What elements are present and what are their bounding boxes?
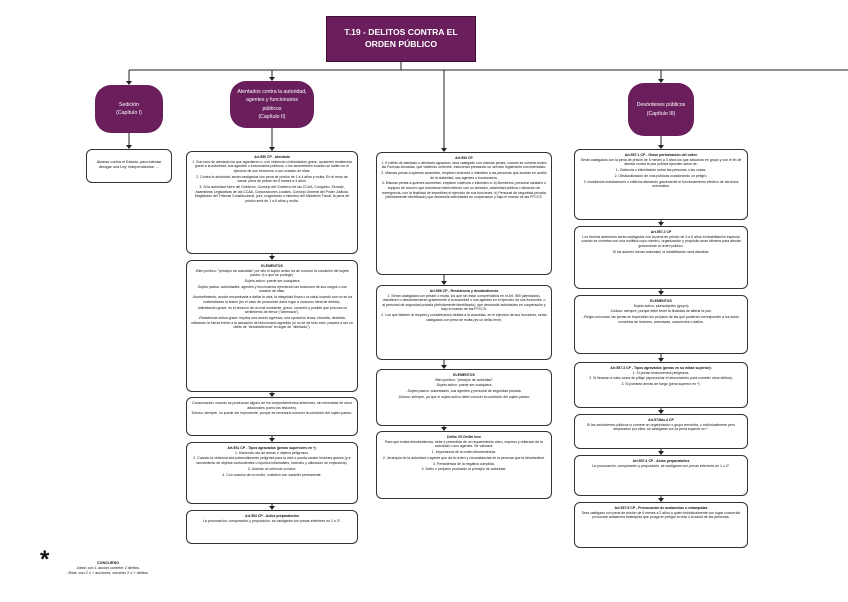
- box-title: Art.557.2 CP: [650, 230, 672, 234]
- box-intro: Serán castigados con la pena de prisión …: [580, 157, 742, 167]
- box-item: -Intimidación grave: es el anuncio de un…: [196, 305, 348, 315]
- box-intro: Para que exista desobediencia, debe ir p…: [385, 439, 543, 449]
- box-item: -Sujeto activo: puede ser cualquiera.: [435, 383, 493, 388]
- concurso-real: -Real: con 2 o + acciones, cometer 2 o +…: [67, 571, 149, 576]
- box-item: 3. Invadiendo instalaciones o edificios …: [583, 179, 739, 189]
- category-label: Atentados contra la autoridad, agentes y…: [237, 88, 307, 112]
- asterisk-icon: *: [40, 546, 50, 573]
- concurso-note: CONCURSO -Ideal: con 1 acción cometer 2 …: [60, 561, 156, 576]
- box-item: 3. Usando un vehículo a motor.: [247, 466, 297, 471]
- category-label: Desórdenes públicos: [636, 102, 686, 109]
- box-item: La provocación, conspiración y proposici…: [591, 463, 731, 468]
- box-elementos-resistencia: ELEMENTOS -Bien jurídico: "principio de …: [376, 369, 552, 426]
- box-art-550: Art.550 CP - Atentado 1. Son reos de ate…: [186, 151, 358, 254]
- box-art-551: Art.551 CP - Tipos agravados (penas supe…: [186, 442, 358, 504]
- box-item: 4. Con ocasión de un motín, colectivo co…: [222, 472, 322, 477]
- category-chapter: (Capítulo III): [646, 110, 676, 117]
- box-item: -Doloso: siempre, ya que el sujeto activ…: [397, 395, 531, 399]
- box-item: La provocación, conspiración y proposici…: [202, 518, 342, 523]
- box-item: 2. Los que faltaren al respeto y conside…: [381, 313, 547, 322]
- box-item: -Resistencia activa grave: implica una a…: [191, 316, 353, 330]
- category-chapter: (Capítulo II): [258, 113, 286, 120]
- box-item: Doloso: siempre, no puede ser imprudente…: [191, 411, 353, 416]
- category-atentados: Atentados contra la autoridad, agentes y…: [230, 81, 314, 128]
- box-title: Art.553 CP - Actos preparatorios: [245, 514, 299, 518]
- box-art-557-1: Art.557.1 CP - Grave perturbación del or…: [574, 149, 748, 220]
- box-item: 2. Si llevaran a cabo actos de pillaje (…: [589, 376, 733, 381]
- box-item: -Sujeto activo: puede ser cualquiera.: [243, 279, 301, 284]
- box-item: Si los autores fueran autoridad, la inha…: [612, 249, 710, 254]
- box-title: Art.551 CP - Tipos agravados (penas supe…: [227, 446, 317, 450]
- box-item: 2. Obstaculización de vías públicas ocas…: [614, 173, 708, 178]
- box-title: Art.557.4 CP - Actos preparatorios: [632, 459, 690, 463]
- box-item: 3. Persistencia de la negativa cumplida.: [433, 461, 495, 466]
- box-item: 2. Jerarquía de la autoridad o agente qu…: [382, 455, 546, 460]
- box-item: 1. Si portan instrumentos peligrosos.: [632, 370, 690, 375]
- box-title: Art.557.1 CP - Grave perturbación del or…: [624, 153, 698, 157]
- box-item: 1. Haciendo uso de armas u objetos pelig…: [235, 450, 309, 455]
- box-item: -Bien jurídico: "principio de autoridad"…: [434, 377, 494, 382]
- box-title: Delito VS Delito leve: [447, 435, 481, 439]
- box-item: 3. Mismas penas a quienes acometan, empl…: [381, 181, 547, 200]
- box-item: -Regla concursal: las penas se impondrán…: [583, 315, 739, 324]
- concurso-ideal: -Ideal: con 1 acción cometer 2 delitos.: [76, 566, 140, 571]
- box-art-557-2: Art.557.2 CP Los hechos anteriores serán…: [574, 226, 748, 289]
- box-item: Si los desórdenes públicos lo comete un …: [586, 422, 736, 432]
- box-item: 1. El delito de atentado o atentado agra…: [381, 160, 547, 170]
- sedicion-description: Alzarse contra el Estado, para intentar …: [86, 149, 172, 183]
- category-desordenes: Desórdenes públicos (Capítulo III): [628, 83, 694, 136]
- box-title: Art.557.3 CP - Tipos agravados (penas en…: [610, 366, 712, 370]
- box-item: -Sujeto activo: plurisubjetivo (grupo).: [632, 303, 690, 308]
- category-label: Sedición: [119, 101, 139, 108]
- box-title: Art.550 CP - Atentado: [254, 155, 290, 159]
- box-item: -Doloso: siempre, porque debe tener la f…: [610, 309, 712, 314]
- box-art-556: Art.556 CP - Resistencia y desobediencia…: [376, 285, 552, 360]
- box-art-553: Art.553 CP - Actos preparatorios La prov…: [186, 510, 358, 544]
- box-item: 4. Daño o perjuicio producido al princip…: [421, 467, 507, 472]
- box-item: -Sujeto pasivo: autoridades, sus agentes…: [406, 389, 522, 394]
- box-consumacion: Consumación: cuando se produzcan alguno …: [186, 397, 358, 436]
- box-title: Art.557.5 CP - Provocación de avalanchas…: [614, 506, 708, 510]
- box-item: 2. Contra la autoridad: serán castigados…: [196, 174, 348, 184]
- box-item: Consumación: cuando se produzcan alguno …: [192, 401, 352, 410]
- box-elementos-desordenes: ELEMENTOS -Sujeto activo: plurisubjetivo…: [574, 295, 748, 354]
- box-item: 3. Si la autoridad fuere del Gobierno, C…: [194, 185, 350, 203]
- box-title: Art.554 CP: [455, 156, 473, 160]
- box-title: Art.556 CP - Resistencia y desobediencia: [429, 289, 499, 293]
- category-chapter: (Capítulo I): [116, 110, 142, 116]
- box-item: 1. Importancia de la orden desobedecida.: [431, 450, 497, 455]
- box-title: ELEMENTOS: [261, 264, 283, 268]
- concurso-title: CONCURSO: [96, 561, 120, 565]
- box-item: 1. Violencia o intimidación sobre las pe…: [615, 168, 707, 173]
- box-text: Alzarse contra el Estado, para intentar …: [96, 160, 162, 170]
- box-delito-vs-leve: Delito VS Delito leve Para que exista de…: [376, 431, 552, 499]
- box-item: 1. Serán castigados con prisión o multa,…: [382, 293, 546, 312]
- diagram-title: T.19 - DELITOS CONTRA EL ORDEN PÚBLICO: [326, 16, 476, 62]
- box-art-573bis: Art.573bis.4 CP Si los desórdenes públic…: [574, 414, 748, 449]
- box-title: ELEMENTOS: [650, 299, 672, 303]
- category-sedicion: Sedición (Capítulo I): [95, 85, 163, 133]
- box-item: 3. Si portaran armas de fuego (pena supe…: [621, 382, 701, 387]
- box-item: 2. Mismas penas a quienes acometan, empl…: [381, 171, 547, 180]
- box-item: Los hechos anteriores serán castigados c…: [581, 234, 741, 248]
- box-elementos-atentado: ELEMENTOS -Bien jurídico: "principio de …: [186, 260, 358, 392]
- box-art-557-4: Art.557.4 CP - Actos preparatorios La pr…: [574, 455, 748, 496]
- box-art-557-5: Art.557.5 CP - Provocación de avalanchas…: [574, 502, 748, 548]
- box-item: -Acometimiento: acción encaminada a daña…: [191, 295, 353, 304]
- box-item: -Sujeto pasivo: autoridades, agentes y f…: [196, 284, 348, 294]
- box-art-554: Art.554 CP 1. El delito de atentado o at…: [376, 152, 552, 275]
- box-item: -Bien jurídico: "principio de autoridad"…: [195, 268, 349, 278]
- box-title: ELEMENTOS: [453, 373, 475, 377]
- box-title: Art.573bis.4 CP: [648, 418, 674, 422]
- box-item: 2. Cuando la violencia sea potencialment…: [193, 456, 351, 466]
- box-art-557-3: Art.557.3 CP - Tipos agravados (penas en…: [574, 362, 748, 408]
- box-item: 1. Son reos de atentado los que agredier…: [192, 159, 352, 173]
- box-item: Será castigado con pena de prisión de 6 …: [581, 510, 741, 520]
